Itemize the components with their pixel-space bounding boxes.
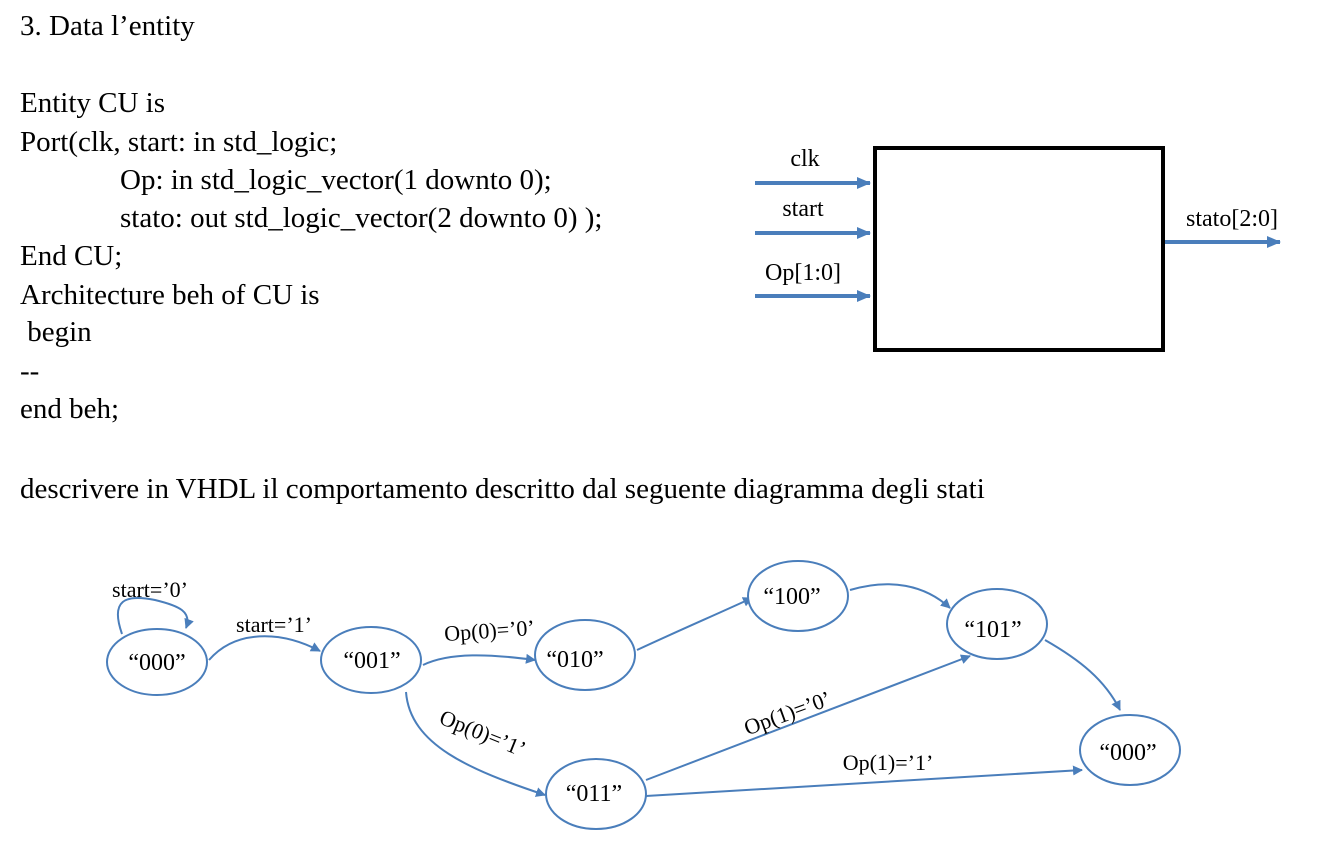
- clk-label: clk: [790, 146, 819, 172]
- state-000-start: “000”: [106, 628, 208, 696]
- op-label: Op[1:0]: [765, 260, 841, 286]
- svg-text:“101”: “101”: [964, 617, 1021, 643]
- state-010: “010”: [534, 619, 636, 691]
- state-000-end: “000”: [1079, 714, 1181, 786]
- label-start-1: start=’1’: [236, 612, 312, 637]
- svg-text:“100”: “100”: [763, 584, 820, 610]
- code-line-port: Port(clk, start: in std_logic;: [20, 126, 338, 158]
- svg-text:“010”: “010”: [546, 647, 603, 673]
- transition-101-000: [1044, 639, 1121, 711]
- label-op0-0: Op(0)=’0’: [443, 615, 535, 646]
- label-op0-1: Op(0)=’1’: [436, 704, 529, 761]
- label-self-loop: start=’0’: [112, 577, 188, 602]
- transition-self-loop: [116, 596, 194, 635]
- code-line-end-cu: End CU;: [20, 240, 123, 272]
- state-001: “001”: [320, 626, 422, 694]
- section-heading: 3. Data l’entity: [20, 10, 195, 42]
- svg-text:“000”: “000”: [128, 650, 185, 676]
- code-line-stato: stato: out std_logic_vector(2 downto 0) …: [120, 202, 603, 234]
- svg-text:“011”: “011”: [566, 781, 622, 807]
- state-diagram: “000” “001” “010” “100” “101” “011” “000…: [106, 560, 1181, 830]
- code-line-entity: Entity CU is: [20, 87, 166, 119]
- code-line-architecture: Architecture beh of CU is: [20, 279, 320, 311]
- transition-010-100: [636, 597, 753, 651]
- transition-011-000: [645, 765, 1083, 797]
- stato-label: stato[2:0]: [1186, 206, 1278, 232]
- entity-box: [873, 146, 1165, 352]
- code-line-end-beh: end beh;: [20, 393, 120, 425]
- transition-100-101: [849, 583, 951, 609]
- state-011: “011”: [545, 758, 647, 830]
- code-line-op: Op: in std_logic_vector(1 downto 0);: [120, 164, 552, 196]
- transition-011-101: [645, 654, 971, 781]
- instruction-text: descrivere in VHDL il comportamento desc…: [20, 473, 985, 505]
- svg-text:“001”: “001”: [343, 648, 400, 674]
- code-line-comment: --: [20, 355, 40, 387]
- transition-001-010: [422, 653, 536, 666]
- state-101: “101”: [946, 588, 1048, 660]
- start-label: start: [782, 196, 824, 222]
- label-op1-1: Op(1)=’1’: [843, 750, 934, 775]
- label-op1-0: Op(1)=’0’: [741, 686, 835, 740]
- entity-block-diagram: clk start Op[1:0] stato[2:0]: [755, 146, 1281, 352]
- transition-001-011: [405, 691, 546, 797]
- transition-000-001: [208, 635, 321, 661]
- state-100: “100”: [747, 560, 849, 632]
- svg-text:“000”: “000”: [1099, 740, 1156, 766]
- code-line-begin: begin: [20, 316, 92, 348]
